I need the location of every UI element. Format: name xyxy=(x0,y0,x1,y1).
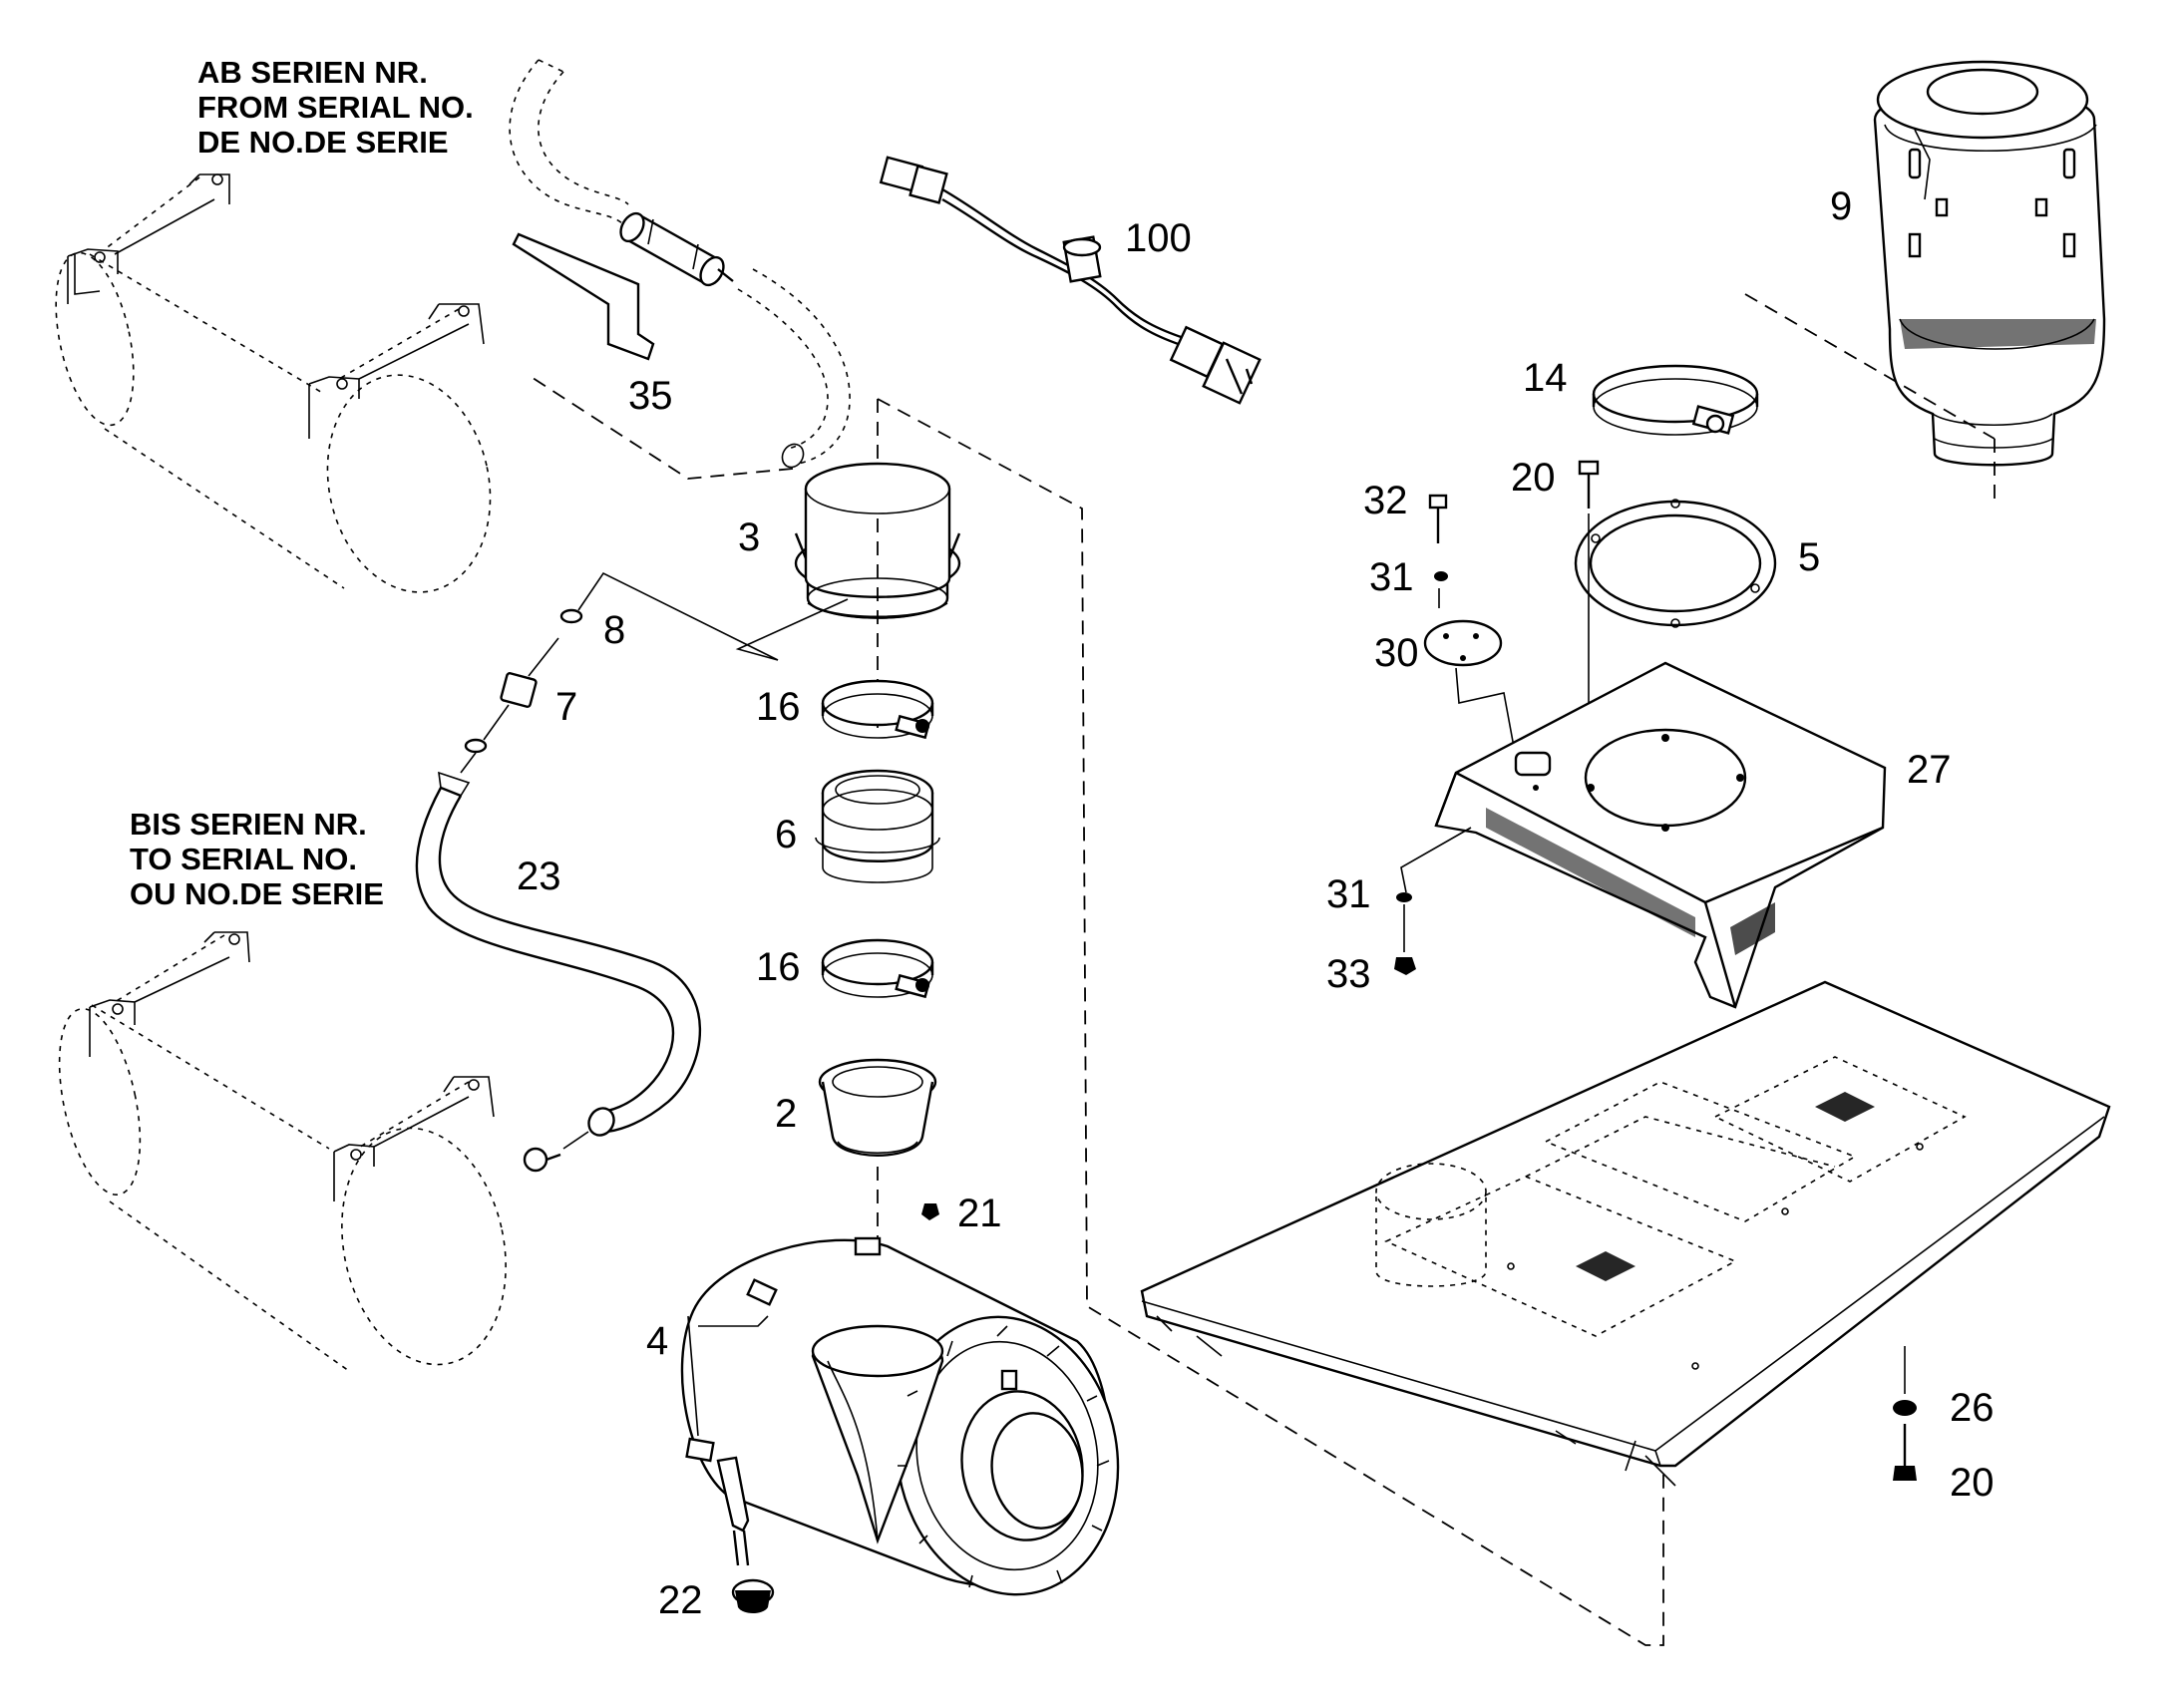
callout-20-top: 20 xyxy=(1511,456,1556,500)
callout-14: 14 xyxy=(1523,356,1568,400)
washer-26 xyxy=(1893,1400,1917,1416)
upper-fuel-hose xyxy=(509,59,851,480)
adapter-3 xyxy=(794,462,961,619)
nut-33 xyxy=(1394,957,1416,975)
callout-22: 22 xyxy=(658,1578,703,1622)
mounting-ring-5 xyxy=(1574,499,1777,628)
elbow-2 xyxy=(818,1058,937,1157)
callout-3: 3 xyxy=(738,515,760,559)
callout-31-top: 31 xyxy=(1369,555,1414,599)
callout-16-lower: 16 xyxy=(756,945,801,989)
seal-ring-8 xyxy=(559,608,583,624)
callout-27: 27 xyxy=(1907,748,1952,792)
callout-33: 33 xyxy=(1326,952,1371,996)
callout-2: 2 xyxy=(775,1092,797,1136)
bolt-20-top xyxy=(1578,460,1600,509)
callout-31-bottom: 31 xyxy=(1326,872,1371,916)
upper-tank-phantom xyxy=(55,173,492,593)
from-serial-note-line-1: AB SERIEN NR. xyxy=(197,55,428,90)
precleaner-9 xyxy=(1873,60,2106,467)
callout-35: 35 xyxy=(628,374,673,418)
from-serial-note: AB SERIEN NR. FROM SERIAL NO. DE NO.DE S… xyxy=(197,55,474,160)
hose-23 xyxy=(415,771,702,1137)
hose-axis xyxy=(460,637,559,774)
to-serial-note-line-3: OU NO.DE SERIE xyxy=(130,876,384,911)
clamp-14 xyxy=(1592,364,1759,436)
callout-5: 5 xyxy=(1798,535,1820,579)
callout-30: 30 xyxy=(1374,631,1419,675)
from-serial-note-line-2: FROM SERIAL NO. xyxy=(197,90,474,125)
assembly-leader xyxy=(877,398,1664,1646)
clamp-16-lower xyxy=(821,938,934,999)
callout-23: 23 xyxy=(517,854,561,898)
clamp-16-upper xyxy=(821,679,934,740)
fuel-filter-35 xyxy=(512,211,734,361)
hose-leader-to-adapter xyxy=(577,571,849,661)
callout-4: 4 xyxy=(646,1319,668,1363)
callout-32: 32 xyxy=(1363,479,1408,522)
nut-21 xyxy=(921,1203,939,1220)
cover-27 xyxy=(1434,661,1887,1009)
precleaner-leader xyxy=(1744,293,1996,440)
bolt-20-bottom xyxy=(1893,1424,1917,1481)
coupling-6 xyxy=(815,769,940,883)
bolt-32 xyxy=(1428,494,1448,543)
hose-clamp-leader xyxy=(562,1131,589,1150)
hose-clamp-lower xyxy=(523,1147,561,1173)
callout-7: 7 xyxy=(555,685,577,729)
hose-connector-7 xyxy=(500,672,538,708)
from-serial-note-line-3: DE NO.DE SERIE xyxy=(197,125,449,160)
washer-31-top xyxy=(1434,571,1448,581)
callout-21: 21 xyxy=(957,1192,1002,1235)
to-serial-note-line-2: TO SERIAL NO. xyxy=(130,842,357,876)
callout-9: 9 xyxy=(1830,184,1852,228)
seal-ring-lower xyxy=(464,738,488,754)
washer-31-bottom xyxy=(1396,892,1412,902)
callout-16-upper: 16 xyxy=(756,685,801,729)
gasket-30 xyxy=(1423,619,1503,667)
dust-valve-22 xyxy=(731,1530,775,1613)
lower-tank-phantom xyxy=(58,931,507,1372)
air-filter-housing-4 xyxy=(680,1236,1120,1596)
cover-leader xyxy=(1400,827,1472,893)
base-plate xyxy=(1140,980,2111,1487)
to-serial-note-line-1: BIS SERIEN NR. xyxy=(130,807,367,842)
gasket-leader xyxy=(1438,588,1517,759)
callout-20-bottom: 20 xyxy=(1950,1461,1995,1505)
to-serial-note: BIS SERIEN NR. TO SERIAL NO. OU NO.DE SE… xyxy=(130,807,384,911)
callout-6: 6 xyxy=(775,813,797,856)
callout-100: 100 xyxy=(1125,216,1192,260)
cable-harness-100 xyxy=(879,156,1262,405)
callout-26: 26 xyxy=(1950,1386,1995,1430)
callout-8: 8 xyxy=(603,608,625,652)
